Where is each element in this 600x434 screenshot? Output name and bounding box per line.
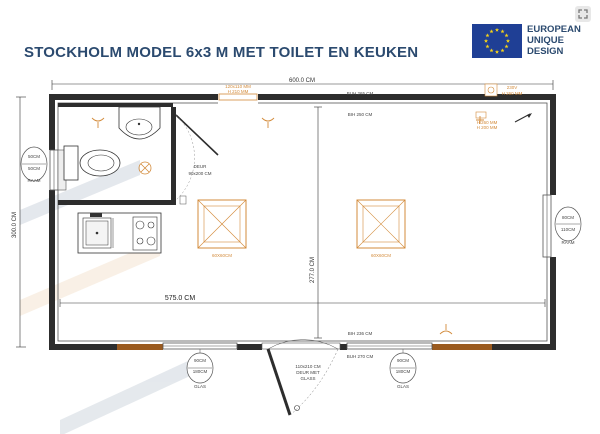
eu-star-icon bbox=[483, 38, 489, 43]
ceiling-light-right: 60X60CM bbox=[356, 199, 406, 258]
badge-line-3: DESIGN bbox=[527, 46, 564, 57]
eu-star-icon bbox=[504, 33, 509, 38]
width-total-label: 600.0 CM bbox=[289, 78, 315, 84]
window-right-h: 110CM bbox=[561, 227, 575, 232]
door-inner-label-1: DEUR bbox=[194, 164, 208, 169]
buh-top-label: BUH 265 CM bbox=[347, 91, 374, 96]
washbasin-fixture bbox=[118, 106, 161, 140]
bih-top-label: BIH 250 CM bbox=[348, 112, 373, 117]
top-small-window: 120x110 MM H 210 MM bbox=[218, 84, 258, 101]
ceiling-light-left: 60X60CM bbox=[197, 199, 247, 258]
door-outer-label-1: 110x210 CM bbox=[295, 364, 320, 369]
right-top-sockets: H 260 MM H 200 MM 230V H 260 MM bbox=[475, 83, 532, 130]
eu-flag-logo bbox=[472, 24, 522, 58]
light-right-label: 60X60CM bbox=[371, 253, 391, 258]
window-bl-w: 90CM bbox=[194, 358, 206, 363]
socket-top-label-1: 120x110 MM bbox=[225, 84, 251, 89]
kitchen-unit bbox=[77, 212, 162, 254]
window-right-w: 80CM bbox=[562, 215, 574, 220]
door-outer-label-3: GLASS bbox=[300, 376, 315, 381]
socket-mid-label-2: H 200 MM bbox=[477, 125, 498, 130]
bottom-right-window: 90CM 180CM GLAS bbox=[346, 342, 492, 389]
eu-star-icon bbox=[485, 44, 490, 49]
window-left-type: RAAM bbox=[27, 178, 40, 183]
window-bl-h: 180CM bbox=[193, 369, 208, 374]
eu-star-icon bbox=[505, 38, 511, 43]
window-left-h: 50CM bbox=[28, 166, 40, 171]
socket-top-label-2: H 210 MM bbox=[228, 89, 249, 94]
eu-star-icon bbox=[485, 33, 490, 38]
entrance-door: 110x210 CM DEUR MET GLASS bbox=[261, 339, 341, 416]
eu-star-icon bbox=[500, 29, 505, 34]
eu-badge-text: EUROPEAN UNIQUE DESIGN bbox=[527, 24, 581, 57]
height-total-label: 300.0 CM bbox=[12, 212, 18, 238]
page-title: STOCKHOLM MODEL 6x3 M MET TOILET EN KEUK… bbox=[24, 44, 419, 61]
window-br-h: 180CM bbox=[396, 369, 411, 374]
bottom-left-window: 90CM 180CM GLAS bbox=[117, 342, 238, 389]
socket-right-label-2: H 260 MM bbox=[502, 91, 523, 96]
left-window: 50CM 50CM RAAM bbox=[20, 146, 67, 191]
window-bl-type: GLAS bbox=[194, 384, 206, 389]
toilet-door: DEUR 90x200 CM bbox=[175, 114, 219, 205]
right-window: 80CM 110CM RAAM bbox=[542, 194, 582, 258]
light-left-label: 60X60CM bbox=[212, 253, 232, 258]
door-outer-label-2: DEUR MET bbox=[296, 370, 320, 375]
wall-sockets bbox=[91, 116, 484, 335]
inner-walls bbox=[58, 103, 176, 205]
eu-star-icon bbox=[489, 29, 494, 34]
toilet-fixture bbox=[63, 145, 121, 181]
socket-mid-label-1: H 260 MM bbox=[477, 120, 498, 125]
window-right-type: RAAM bbox=[561, 240, 574, 245]
eu-star-icon bbox=[494, 27, 500, 32]
eu-star-icon bbox=[504, 44, 509, 49]
eu-star-icon bbox=[489, 48, 494, 53]
dimension-inner-width: 575.0 CM bbox=[59, 295, 546, 307]
buh-bottom-label: BUH 270 CM bbox=[347, 354, 374, 359]
eu-star-icon bbox=[494, 49, 500, 54]
toilet-light-fixture bbox=[138, 161, 152, 175]
window-left-w: 50CM bbox=[28, 154, 40, 159]
eu-star-icon bbox=[500, 48, 505, 53]
badge-line-2: UNIQUE bbox=[527, 35, 564, 46]
badge-line-1: EUROPEAN bbox=[527, 24, 581, 35]
dimension-inner-height: 277.0 CM bbox=[310, 106, 322, 339]
door-inner-label-2: 90x200 CM bbox=[188, 171, 211, 176]
window-br-w: 90CM bbox=[397, 358, 409, 363]
dimension-top: 600.0 CM bbox=[51, 78, 554, 90]
bih-bottom-label: BIH 236 CM bbox=[348, 331, 373, 336]
expand-icon[interactable] bbox=[575, 6, 591, 22]
inner-width-label: 575.0 CM bbox=[165, 295, 196, 302]
inner-height-label: 277.0 CM bbox=[310, 257, 316, 283]
window-br-type: GLAS bbox=[397, 384, 409, 389]
dimension-left: 300.0 CM bbox=[12, 96, 26, 348]
socket-right-label-1: 230V bbox=[507, 85, 518, 90]
